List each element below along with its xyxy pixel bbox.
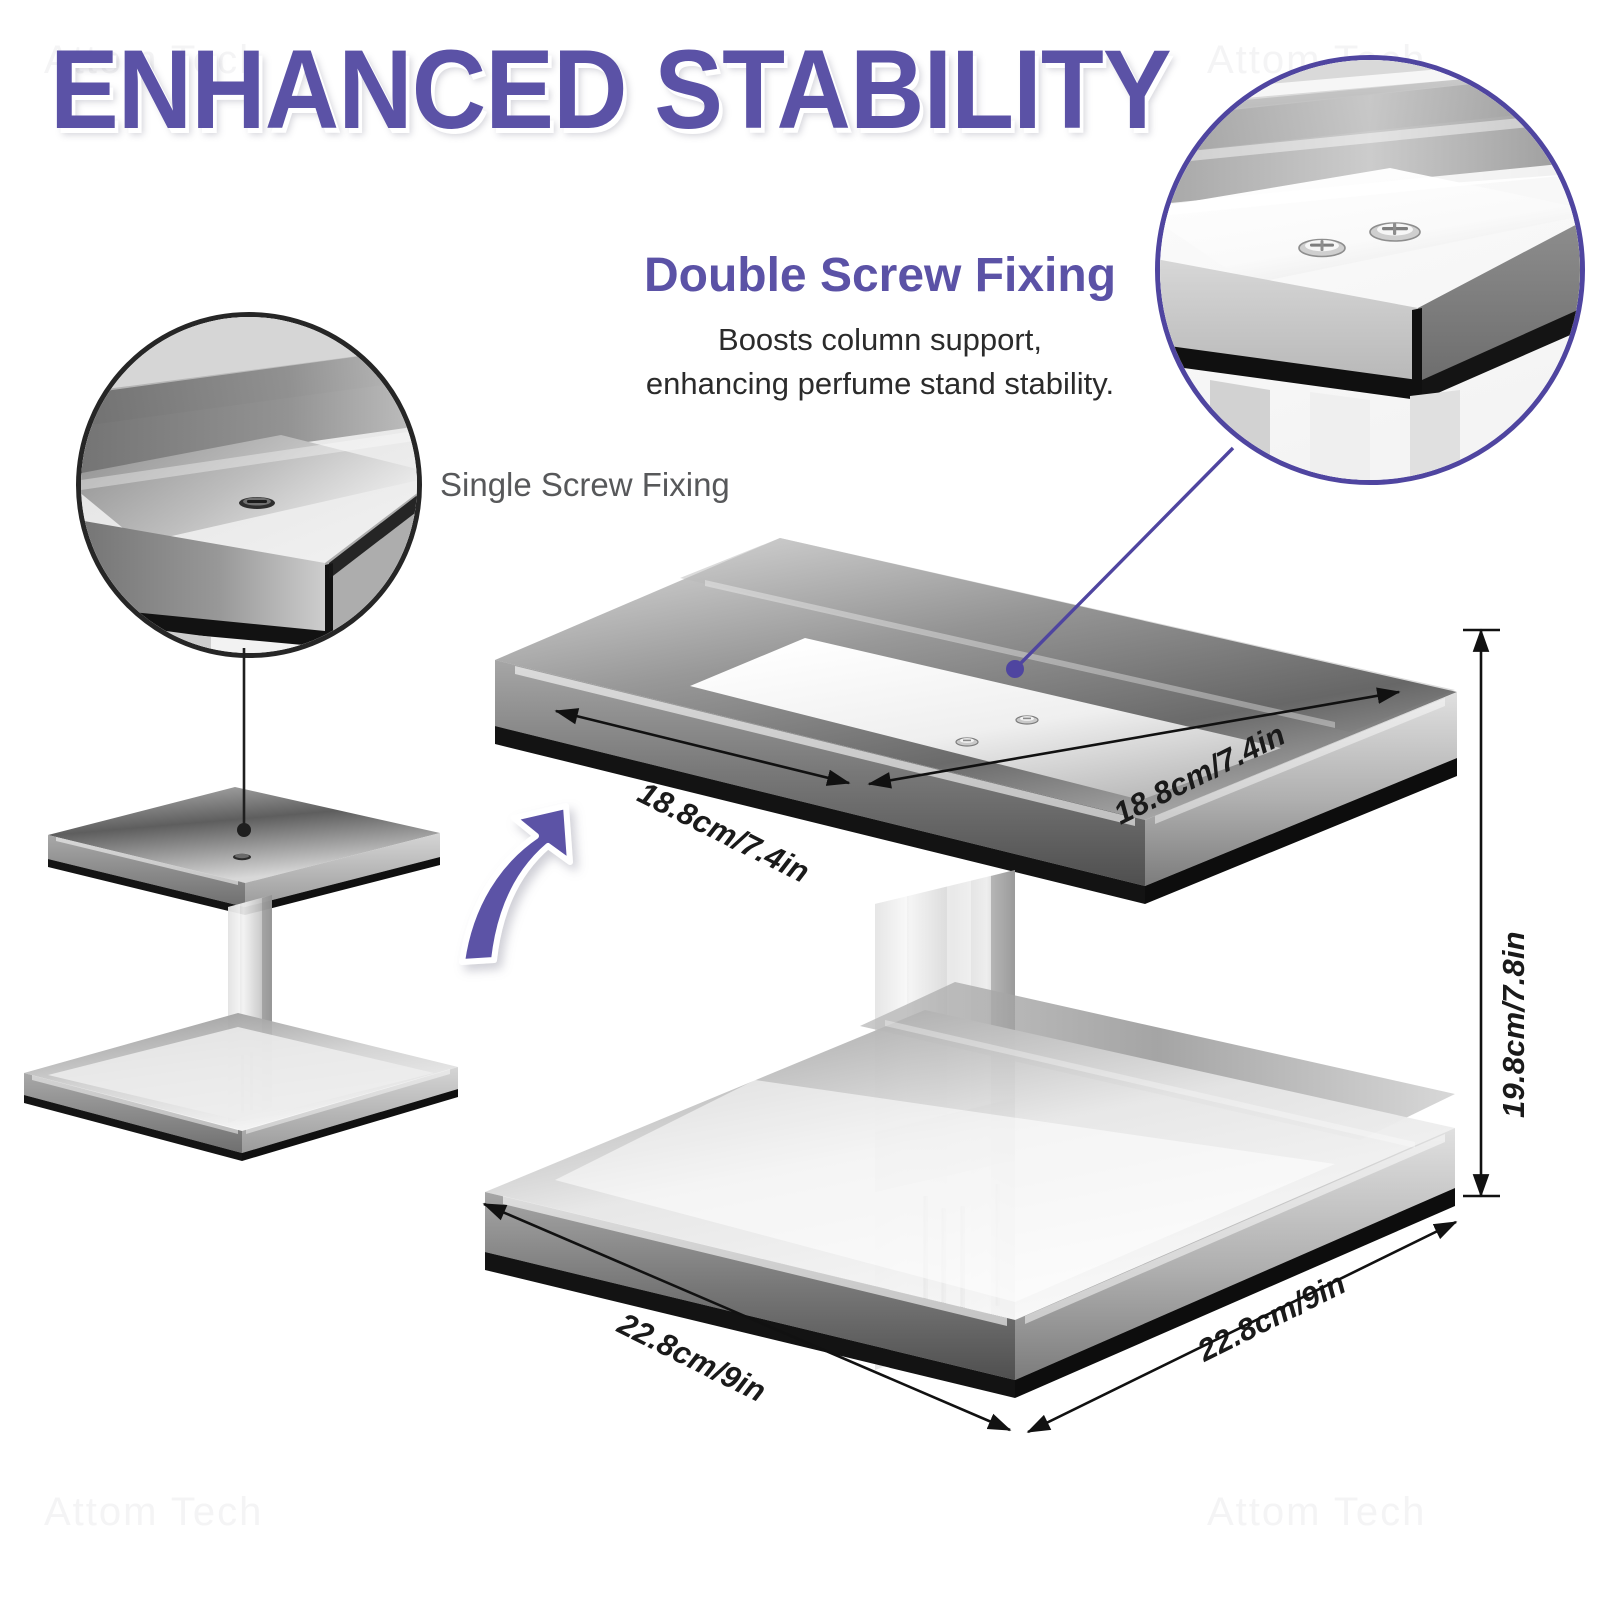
main-top-shelf xyxy=(495,538,1457,904)
watermark-bottom-left: Attom Tech xyxy=(44,1490,264,1534)
double-screw-description: Boosts column support, enhancing perfume… xyxy=(600,318,1160,406)
small-base-tray xyxy=(24,1013,458,1161)
single-screw-title: Single Screw Fixing xyxy=(440,466,730,503)
single-screw-detail-circle xyxy=(76,312,422,658)
double-screw-description-line-2: enhancing perfume stand stability. xyxy=(645,366,1115,402)
dimension-height: 19.8cm/7.8in xyxy=(1496,931,1531,1118)
small-top-tray xyxy=(48,787,440,915)
double-screw-description-line-1: Boosts column support, xyxy=(718,322,1042,357)
double-screw-detail xyxy=(1298,222,1421,258)
double-screw-detail-circle xyxy=(1155,55,1585,485)
single-screw-perfume-stand xyxy=(10,755,470,1215)
double-screw-title: Double Screw Fixing xyxy=(643,249,1117,302)
page-title: ENHANCED STABILITY xyxy=(50,27,1172,152)
double-screw-perfume-stand xyxy=(455,520,1495,1500)
single-screw-detail xyxy=(239,497,275,509)
